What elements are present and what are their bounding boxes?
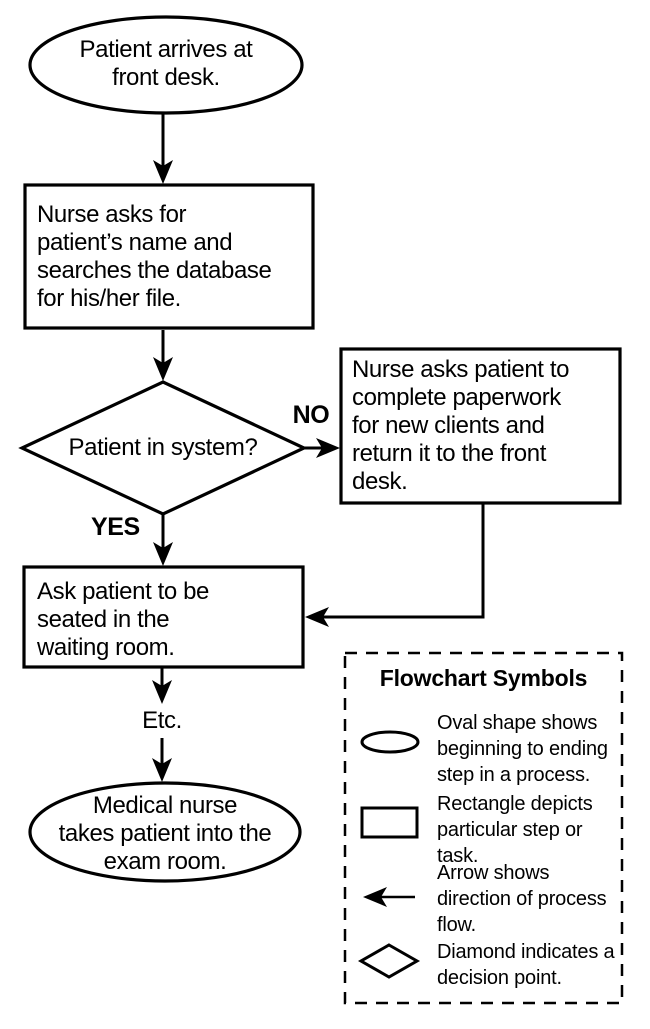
arrow-paperwork-to-seat-line xyxy=(322,503,485,619)
arrow-etc-to-end-head xyxy=(152,758,172,782)
arrow-paperwork-to-seat-head xyxy=(305,607,329,627)
paperwork-rect-shape xyxy=(339,347,622,505)
legend-item-oval-description: Oval shape shows beginning to ending ste… xyxy=(437,712,608,786)
legend-title: Flowchart Symbols xyxy=(379,665,588,691)
lookup-rect-shape xyxy=(23,183,315,330)
legend-box-border xyxy=(343,651,624,1005)
diamond-icon xyxy=(357,943,421,979)
legend-item-rectangle-description: Rectangle depicts particular step or tas… xyxy=(437,793,593,867)
decision-diamond-label: Patient in system? xyxy=(68,434,258,461)
arrow-no-branch-head xyxy=(316,438,340,458)
arrow-seat-to-etc-head xyxy=(152,680,172,704)
rectangle-icon xyxy=(360,806,419,839)
end-oval-shape xyxy=(28,781,302,883)
legend-item-arrow-description: Arrow shows direction of process flow. xyxy=(437,862,607,936)
arrow-lookup-to-decision-head xyxy=(153,357,173,381)
paperwork-rect-label: Nurse asks patient to complete paperwork… xyxy=(352,356,570,495)
yes-branch-label: YES xyxy=(91,513,140,541)
etc-label: Etc. xyxy=(142,707,182,734)
seat-rect-shape xyxy=(22,565,305,669)
arrow-yes-branch-head xyxy=(153,542,173,566)
no-branch-label: NO xyxy=(292,401,330,429)
oval-icon xyxy=(360,730,420,754)
start-oval-label: Patient arrives at front desk. xyxy=(79,36,253,91)
seat-rect-label: Ask patient to be seated in the waiting … xyxy=(37,578,209,661)
legend-item-diamond-description: Diamond indicates a decision point. xyxy=(437,941,615,989)
arrow-icon xyxy=(363,887,415,907)
lookup-rect-label: Nurse asks for patient’s name and search… xyxy=(37,201,272,312)
arrow-start-to-lookup-head xyxy=(153,160,173,184)
start-oval-shape xyxy=(28,15,304,115)
end-oval-label: Medical nurse takes patient into the exa… xyxy=(58,792,272,875)
